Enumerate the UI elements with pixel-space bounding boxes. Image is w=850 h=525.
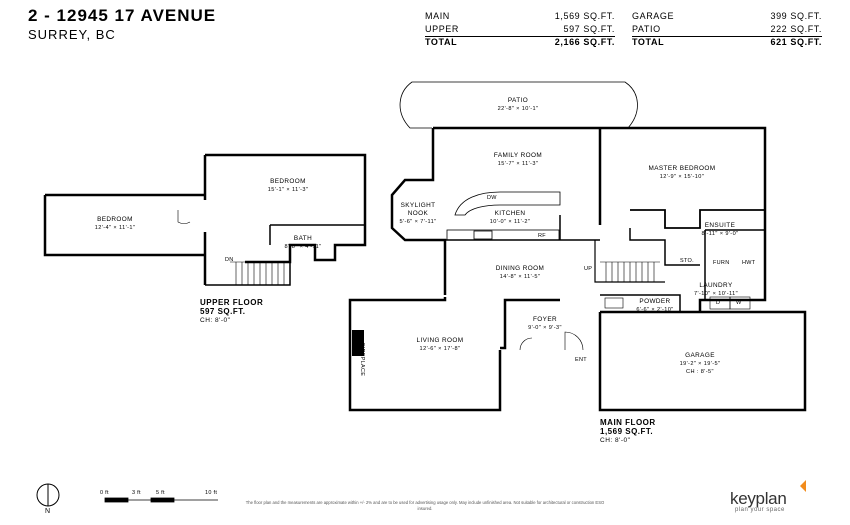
room-dining: DINING ROOM 14'-8" × 11'-5"	[495, 265, 545, 280]
room-bedroom-upper: BEDROOM 15'-1" × 11'-3"	[267, 178, 309, 193]
disclaimer-text: The floor plan and the measurements are …	[245, 500, 605, 511]
area-value: 2,166 SQ.FT.	[554, 37, 615, 47]
area-label: PATIO	[632, 24, 661, 34]
fireplace-label: FIREPLACE	[359, 343, 365, 377]
patio-outline	[399, 81, 638, 129]
brand-name: keyplan	[730, 489, 787, 508]
powder-fixture	[604, 297, 624, 309]
area-value: 1,569 SQ.FT.	[554, 11, 615, 21]
door-arc	[177, 210, 191, 224]
stairs-down-label: DN	[225, 257, 234, 263]
room-bedroom-left: BEDROOM 12'-4" × 11'-1"	[94, 216, 136, 231]
hall-wall	[629, 228, 700, 266]
bath-wall	[269, 224, 365, 245]
area-value: 597 SQ.FT.	[563, 24, 615, 34]
area-label: MAIN	[425, 11, 450, 21]
stair-wall	[594, 240, 665, 283]
room-kitchen: KITCHEN 10'-0" × 11'-2"	[489, 210, 531, 225]
powder-wall	[600, 294, 681, 312]
laundry-wall	[700, 229, 765, 301]
door-arc	[519, 337, 533, 351]
upper-floor-label: UPPER FLOOR 597 SQ.FT. CH: 8'-0"	[200, 298, 264, 324]
dryer-label: D	[716, 300, 721, 306]
scale-tick-5: 5 ft	[156, 490, 165, 496]
area-label: UPPER	[425, 24, 460, 34]
stairs	[230, 261, 660, 285]
area-value: 621 SQ.FT.	[770, 37, 822, 47]
furnace-label: FURN	[713, 260, 730, 266]
area-row-total: TOTAL 2,166 SQ.FT.	[425, 36, 615, 49]
room-bath: BATH 8'-8" × 4'-11"	[284, 235, 322, 250]
area-label: TOTAL	[632, 37, 665, 47]
main-floor-label: MAIN FLOOR 1,569 SQ.FT. CH: 8'-0"	[600, 418, 656, 444]
room-powder: POWDER 6'-6" × 2'-10"	[636, 298, 674, 313]
left-bedroom-wall	[43, 193, 205, 257]
upper-stair-wall	[205, 262, 291, 286]
dishwasher-label: DW	[487, 195, 497, 201]
stairs-up-label: UP	[584, 266, 593, 272]
fireplace	[352, 330, 364, 356]
hot-water-tank-label: HWT	[742, 260, 756, 266]
garage-wall	[598, 310, 807, 412]
area-table-extra: GARAGE 399 SQ.FT. PATIO 222 SQ.FT. TOTAL…	[632, 10, 822, 49]
area-divider	[425, 36, 615, 37]
scale-tick-3: 3 ft	[132, 490, 141, 496]
entry-door	[564, 331, 584, 351]
brand-tagline: plan your space	[735, 507, 785, 513]
area-row-upper: UPPER 597 SQ.FT.	[425, 23, 615, 36]
room-garage: GARAGE 19'-2" × 19'-5" CH : 8'-5"	[679, 352, 721, 375]
kitchen-counter	[446, 191, 561, 241]
keyplan-logo-icon	[800, 480, 806, 492]
room-laundry: LAUNDRY 7'-10" × 10'-11"	[694, 282, 738, 297]
area-value: 222 SQ.FT.	[770, 24, 822, 34]
scale-tick-0: 0 ft	[100, 490, 109, 496]
room-family: FAMILY ROOM 15'-7" × 11'-3"	[493, 152, 543, 167]
area-label: GARAGE	[632, 11, 675, 21]
main-exterior-wall	[390, 128, 447, 295]
area-row-total: TOTAL 621 SQ.FT.	[632, 36, 822, 49]
area-value: 399 SQ.FT.	[770, 11, 822, 21]
room-foyer: FOYER 9'-0" × 9'-3"	[528, 316, 562, 331]
washer-label: W	[736, 300, 742, 306]
property-address: 2 - 12945 17 AVENUE	[28, 6, 217, 25]
foyer-wall	[500, 298, 560, 350]
room-living: LIVING ROOM 12'-6" × 17'-8"	[416, 337, 464, 352]
area-row-garage: GARAGE 399 SQ.FT.	[632, 10, 822, 23]
room-ensuite: ENSUITE 8'-11" × 9'-0"	[701, 222, 739, 237]
room-skylight-nook: SKYLIGHT NOOK 5'-6" × 7'-11"	[399, 202, 437, 225]
property-city: SURREY, BC	[28, 27, 116, 42]
dryer	[729, 296, 751, 310]
room-master-bedroom: MASTER BEDROOM 12'-9" × 15'-10"	[648, 165, 716, 180]
area-label: TOTAL	[425, 37, 458, 47]
master-south-wall	[630, 209, 765, 229]
scale-tick-10: 10 ft	[205, 490, 218, 496]
entry-label: ENT	[575, 357, 587, 363]
room-patio: PATIO 22'-8" × 10'-1"	[497, 97, 539, 112]
storage-label: STO.	[680, 258, 694, 264]
compass	[36, 483, 60, 507]
compass-north-label: N	[45, 508, 51, 515]
area-divider	[632, 36, 822, 37]
living-wall	[348, 297, 502, 412]
area-row-main: MAIN 1,569 SQ.FT.	[425, 10, 615, 23]
upper-bedroom-wall	[205, 153, 367, 264]
area-row-patio: PATIO 222 SQ.FT.	[632, 23, 822, 36]
scale-bar	[104, 497, 218, 503]
area-table-living: MAIN 1,569 SQ.FT. UPPER 597 SQ.FT. TOTAL…	[425, 10, 615, 49]
refrigerator-label: RF	[538, 233, 546, 239]
